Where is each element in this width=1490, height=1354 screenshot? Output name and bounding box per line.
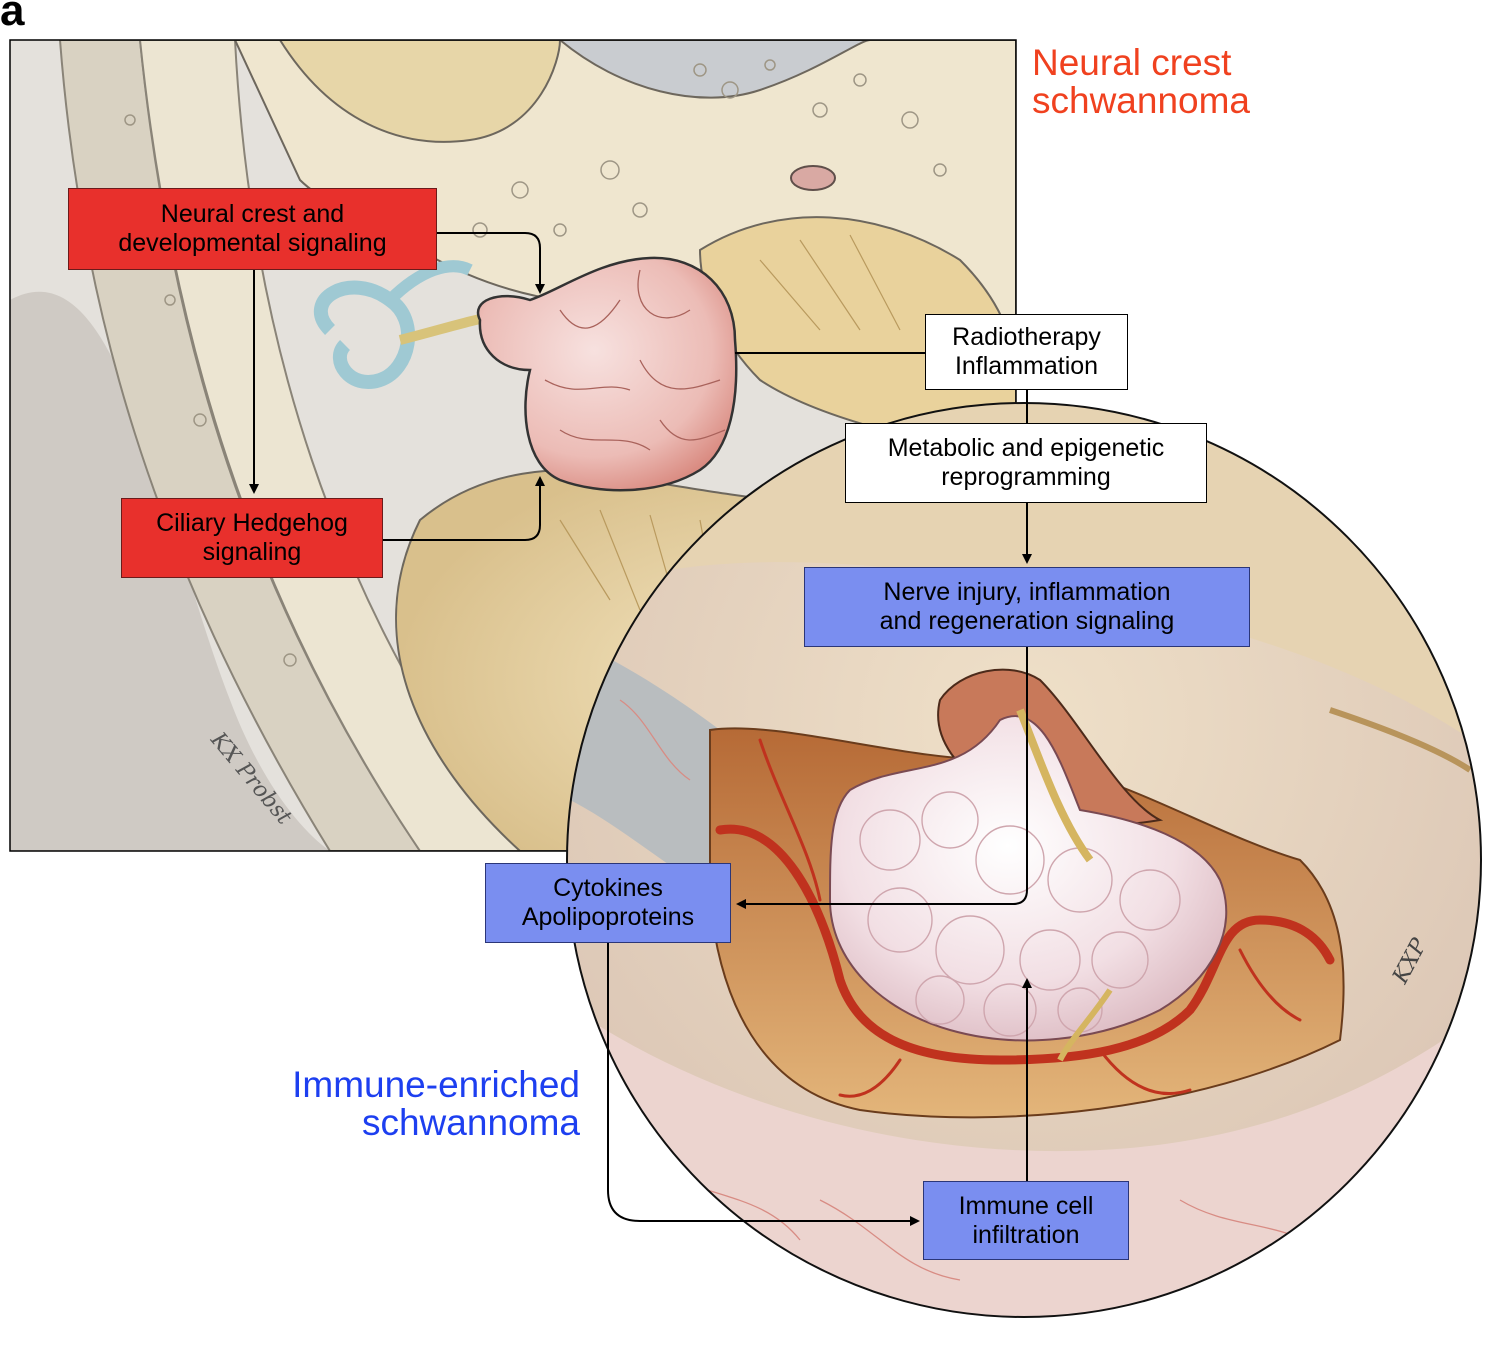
neural-crest-subtype-label: Neural crest schwannoma bbox=[1032, 44, 1250, 120]
box-line-1: Ciliary Hedgehog bbox=[156, 509, 348, 537]
box-line-2: reprogramming bbox=[941, 463, 1111, 491]
arrow-hedgehog-to-tumor bbox=[383, 476, 545, 541]
surgical-view-circle: KXP bbox=[566, 402, 1482, 1318]
metabolic-reprogramming-box: Metabolic and epigenetic reprogramming bbox=[845, 423, 1207, 503]
box-line-1: Nerve injury, inflammation bbox=[883, 578, 1171, 606]
cytokines-box: Cytokines Apolipoproteins bbox=[485, 863, 731, 943]
box-line-2: Apolipoproteins bbox=[521, 903, 695, 931]
box-line-1: Cytokines bbox=[553, 874, 663, 902]
nerve-injury-box: Nerve injury, inflammation and regenerat… bbox=[804, 567, 1250, 647]
box-line-2: infiltration bbox=[972, 1220, 1080, 1249]
box-line-2: and regeneration signaling bbox=[879, 607, 1175, 635]
panel-label: a bbox=[0, 0, 25, 35]
box-line-2: Inflammation bbox=[954, 352, 1099, 380]
subtype-label-line-2: schwannoma bbox=[1032, 80, 1251, 121]
arrow-nerve-injury-to-cytokines bbox=[736, 647, 1028, 909]
box-line-1: Neural crest and bbox=[160, 200, 345, 228]
box-line-1: Metabolic and epigenetic bbox=[887, 434, 1165, 462]
box-line-2: developmental signaling bbox=[118, 229, 387, 257]
ciliary-hedgehog-box: Ciliary Hedgehog signaling bbox=[121, 498, 383, 578]
radiotherapy-box: Radiotherapy Inflammation bbox=[925, 314, 1128, 390]
arrow-neural-crest-to-tumor bbox=[437, 232, 545, 294]
immune-cell-infiltration-box: Immune cell infiltration bbox=[923, 1181, 1129, 1260]
subtype-label-line-2: schwannoma bbox=[361, 1102, 580, 1143]
box-line-2: signaling bbox=[202, 538, 302, 566]
neural-crest-signaling-box: Neural crest and developmental signaling bbox=[68, 188, 437, 270]
arrow-cytokines-to-immune-cell bbox=[607, 943, 920, 1226]
connectors bbox=[249, 232, 1032, 1226]
subtype-label-line-1: Immune-enriched bbox=[292, 1064, 580, 1105]
box-line-1: Immune cell bbox=[958, 1191, 1094, 1220]
subtype-label-line-1: Neural crest bbox=[1032, 42, 1232, 83]
immune-enriched-subtype-label: Immune-enriched schwannoma bbox=[240, 1066, 580, 1142]
box-line-1: Radiotherapy bbox=[952, 323, 1101, 351]
